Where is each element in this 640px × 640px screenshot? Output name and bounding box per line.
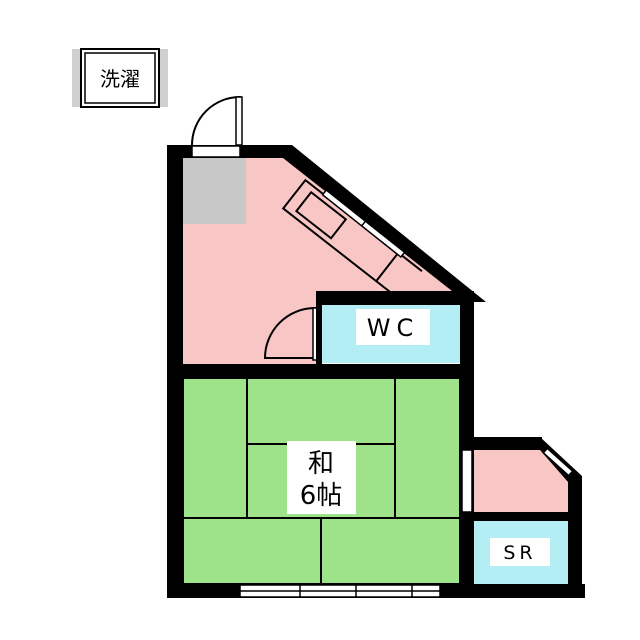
tatami-window (239, 584, 441, 598)
storage-label: SR (503, 542, 536, 564)
wc-label: WC (367, 314, 420, 342)
kitchen-area (183, 158, 466, 364)
storage-label-box (490, 538, 550, 566)
entrance-door (191, 95, 243, 146)
tatami-label-line1: 和 (308, 449, 334, 479)
tatami-label-box (287, 441, 356, 514)
washer-symbol: 洗濯 (72, 48, 168, 108)
genkan-tile (183, 158, 246, 224)
annex-room (473, 450, 568, 512)
annex-window (542, 447, 574, 477)
tatami-label-line2: 6帖 (300, 481, 343, 511)
kitchen-window (321, 189, 406, 259)
wc-label-box (356, 309, 430, 345)
annex-sliding-door (461, 449, 473, 513)
entrance-opening (191, 145, 241, 158)
washer-label: 洗濯 (100, 67, 140, 91)
